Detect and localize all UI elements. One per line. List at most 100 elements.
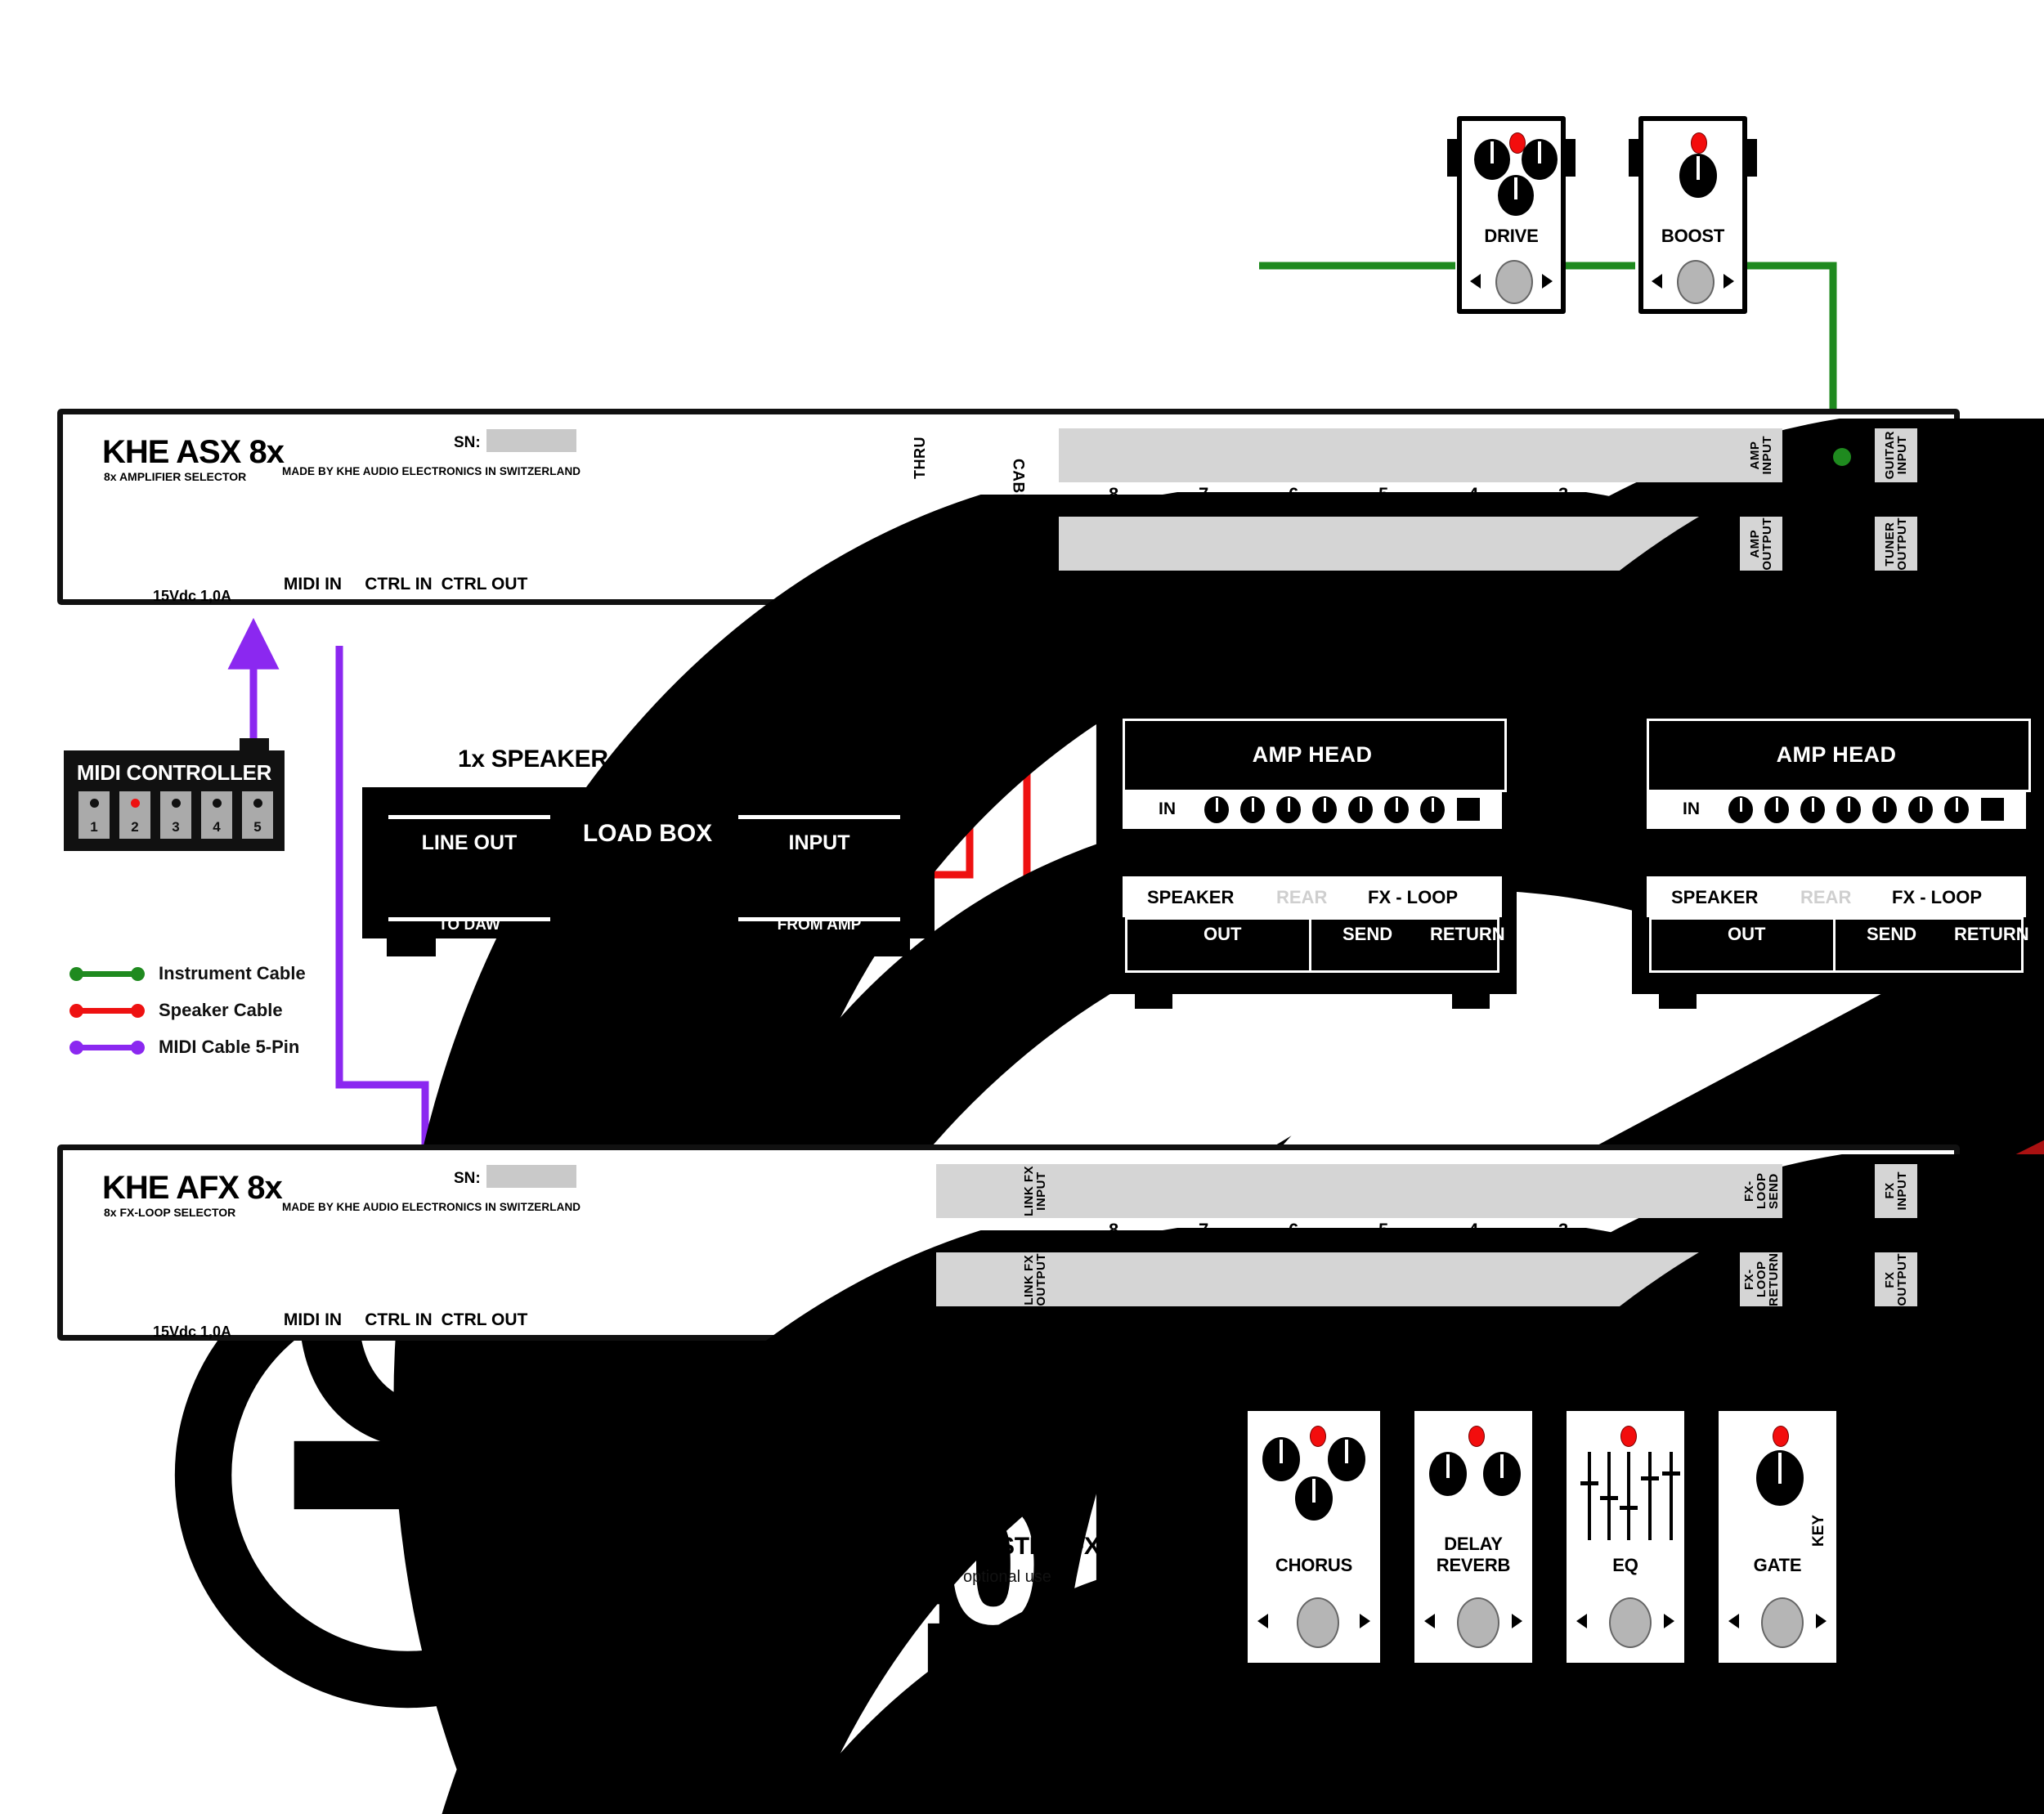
midi-switch-2[interactable]: 2: [119, 791, 150, 839]
midi-switch-5[interactable]: 5: [242, 791, 273, 839]
asx-channel-number-2: 2: [1648, 484, 1659, 504]
amp-rear-2-speaker-label: SPEAKER: [1671, 887, 1759, 907]
midi-switch-3[interactable]: 3: [160, 791, 191, 839]
knob[interactable]: [1483, 1452, 1521, 1496]
input-arrow-icon: [1576, 1614, 1587, 1628]
amp-head-2: AMP HEAD IN: [1632, 708, 2044, 1814]
knob[interactable]: [1262, 1437, 1300, 1481]
asx-made-by: MADE BY KHE AUDIO ELECTRONICS IN SWITZER…: [282, 465, 581, 477]
amp-head-1-foot: [1135, 839, 1172, 853]
pedal-jack: [1836, 1543, 1851, 1586]
pedal-drive[interactable]: DRIVE: [1457, 116, 1566, 314]
input-arrow-icon: [1424, 1614, 1435, 1628]
pedal-chorus[interactable]: CHORUS: [1243, 1406, 1385, 1668]
footswitch[interactable]: [1761, 1597, 1804, 1648]
footswitch[interactable]: [1297, 1597, 1339, 1648]
footswitch[interactable]: [1495, 260, 1533, 304]
pedal-label: EQ: [1612, 1555, 1638, 1575]
afx-din-label-ctrl-in: CTRL IN: [365, 1310, 433, 1329]
knob[interactable]: [1522, 139, 1558, 180]
legend-row-0: Instrument Cable: [69, 963, 306, 984]
amp-rear-1-rear-label: REAR: [1276, 887, 1328, 907]
heading-amps-line2: or COMBO AMPS: [1225, 669, 1424, 696]
asx-power-rating: 15Vdc 1,0A: [153, 588, 232, 604]
load-box-foot-right: [861, 938, 910, 956]
input-arrow-icon: [1652, 274, 1662, 289]
afx-made-by: MADE BY KHE AUDIO ELECTRONICS IN SWITZER…: [282, 1201, 581, 1213]
pedal-jack: [1562, 139, 1576, 177]
led-indicator: [1468, 1426, 1485, 1447]
afx-channel-number-5: 5: [1378, 1220, 1389, 1240]
pedal-jack: [1380, 1543, 1395, 1586]
amp-rear-2: SPEAKER REAR FX - LOOP OUT SEND RETURN: [1632, 863, 2044, 1814]
asx-channel-number-1: 1: [1738, 484, 1749, 504]
legend-swatch: [69, 1040, 145, 1055]
input-arrow-icon: [1257, 1614, 1268, 1628]
sn-field: [486, 429, 576, 452]
heading-cabinet: 1x SPEAKER CABINET or LOAD BOX: [458, 746, 887, 773]
midi-switch-number: 2: [131, 819, 139, 835]
heading-amps-line1: 8x AMPLIFIER HEADS: [1197, 629, 1452, 656]
afx-subtitle: 8x FX-LOOP SELECTOR: [104, 1206, 236, 1219]
pedal-label: DRIVE: [1484, 226, 1539, 246]
afx-link-fx-input-label: LINK FX INPUT: [1014, 1164, 1056, 1218]
afx-fxloop-send-label: FX-LOOP SEND: [1740, 1164, 1782, 1218]
knob[interactable]: [1328, 1437, 1365, 1481]
legend-swatch: [69, 966, 145, 981]
asx-tuner-output-label: TUNER OUTPUT: [1875, 517, 1917, 571]
knob[interactable]: [1756, 1450, 1804, 1506]
afx-din-label-midi-in: MIDI IN: [283, 1310, 343, 1329]
midi-switch-1[interactable]: 1: [78, 791, 110, 839]
amp-rear-1-send-label: SEND: [1342, 924, 1393, 944]
input-arrow-icon: [1728, 1614, 1739, 1628]
input-arrow-icon: [1470, 274, 1481, 289]
output-arrow-icon: [1816, 1614, 1827, 1628]
amp-rear-2-foot: [1659, 994, 1697, 1009]
knob[interactable]: [1429, 1452, 1467, 1496]
knob[interactable]: [1679, 154, 1717, 198]
midi-switch-led: [171, 799, 181, 808]
midi-switch-4[interactable]: 4: [201, 791, 232, 839]
heading-master-fx-sub: optional use: [963, 1568, 1051, 1586]
footswitch[interactable]: [1457, 1597, 1499, 1648]
pedal-eq[interactable]: EQ: [1562, 1406, 1689, 1668]
load-box-title: LOAD BOX: [582, 820, 713, 847]
load-box-dial[interactable]: 302040 1050: [579, 853, 2044, 1814]
device-load-box: LINE OUT TO DAW LOAD BOX 302040 1050: [362, 787, 2044, 1814]
amp-rear-2-send-label: SEND: [1867, 924, 1917, 944]
asx-amp-input-label: AMP INPUT: [1740, 428, 1782, 482]
knob[interactable]: [1498, 175, 1534, 216]
output-arrow-icon: [1664, 1614, 1674, 1628]
sn-label: SN:: [454, 434, 481, 451]
sn-field: [486, 1165, 576, 1188]
pedal-delay-reverb[interactable]: DELAY REVERB: [1410, 1406, 1537, 1668]
footswitch[interactable]: [1677, 260, 1715, 304]
load-box-right-frame: [738, 815, 900, 921]
afx-channel-number-1: 1: [1738, 1220, 1749, 1240]
led-indicator: [1691, 132, 1707, 154]
eq-sliders[interactable]: [1580, 1452, 1680, 1540]
footswitch[interactable]: [1609, 1597, 1652, 1648]
gate-key-jack[interactable]: [1836, 1480, 1851, 1525]
midi-switch-led: [130, 799, 140, 808]
knob[interactable]: [1474, 139, 1510, 180]
afx-fx-input-label: FX INPUT: [1875, 1164, 1917, 1218]
amp-head-1: AMP HEAD IN: [1108, 708, 2044, 1814]
amp-head-2-foot: [1976, 839, 2014, 853]
load-box-to-daw-label: TO DAW: [438, 916, 500, 934]
knob[interactable]: [1295, 1476, 1333, 1521]
asx-row-band-top: [1059, 428, 1782, 482]
afx-title: KHE AFX 8x: [102, 1170, 283, 1206]
gate-key-label: KEY: [1810, 1514, 1827, 1547]
pedal-boost[interactable]: BOOST: [1638, 116, 1747, 314]
pedal-label-2: REVERB: [1436, 1555, 1511, 1575]
output-arrow-icon: [1512, 1614, 1522, 1628]
amp-rear-2-out-label: OUT: [1728, 924, 1766, 944]
pedal-label: BOOST: [1661, 226, 1725, 246]
midi-switch-led: [89, 799, 99, 808]
asx-channel-number-4: 4: [1468, 484, 1479, 504]
pedal-gate[interactable]: GATE KEY: [1714, 1406, 1841, 1668]
pedal-jack: [1629, 139, 1642, 177]
asx-channel-number-6: 6: [1289, 484, 1299, 504]
